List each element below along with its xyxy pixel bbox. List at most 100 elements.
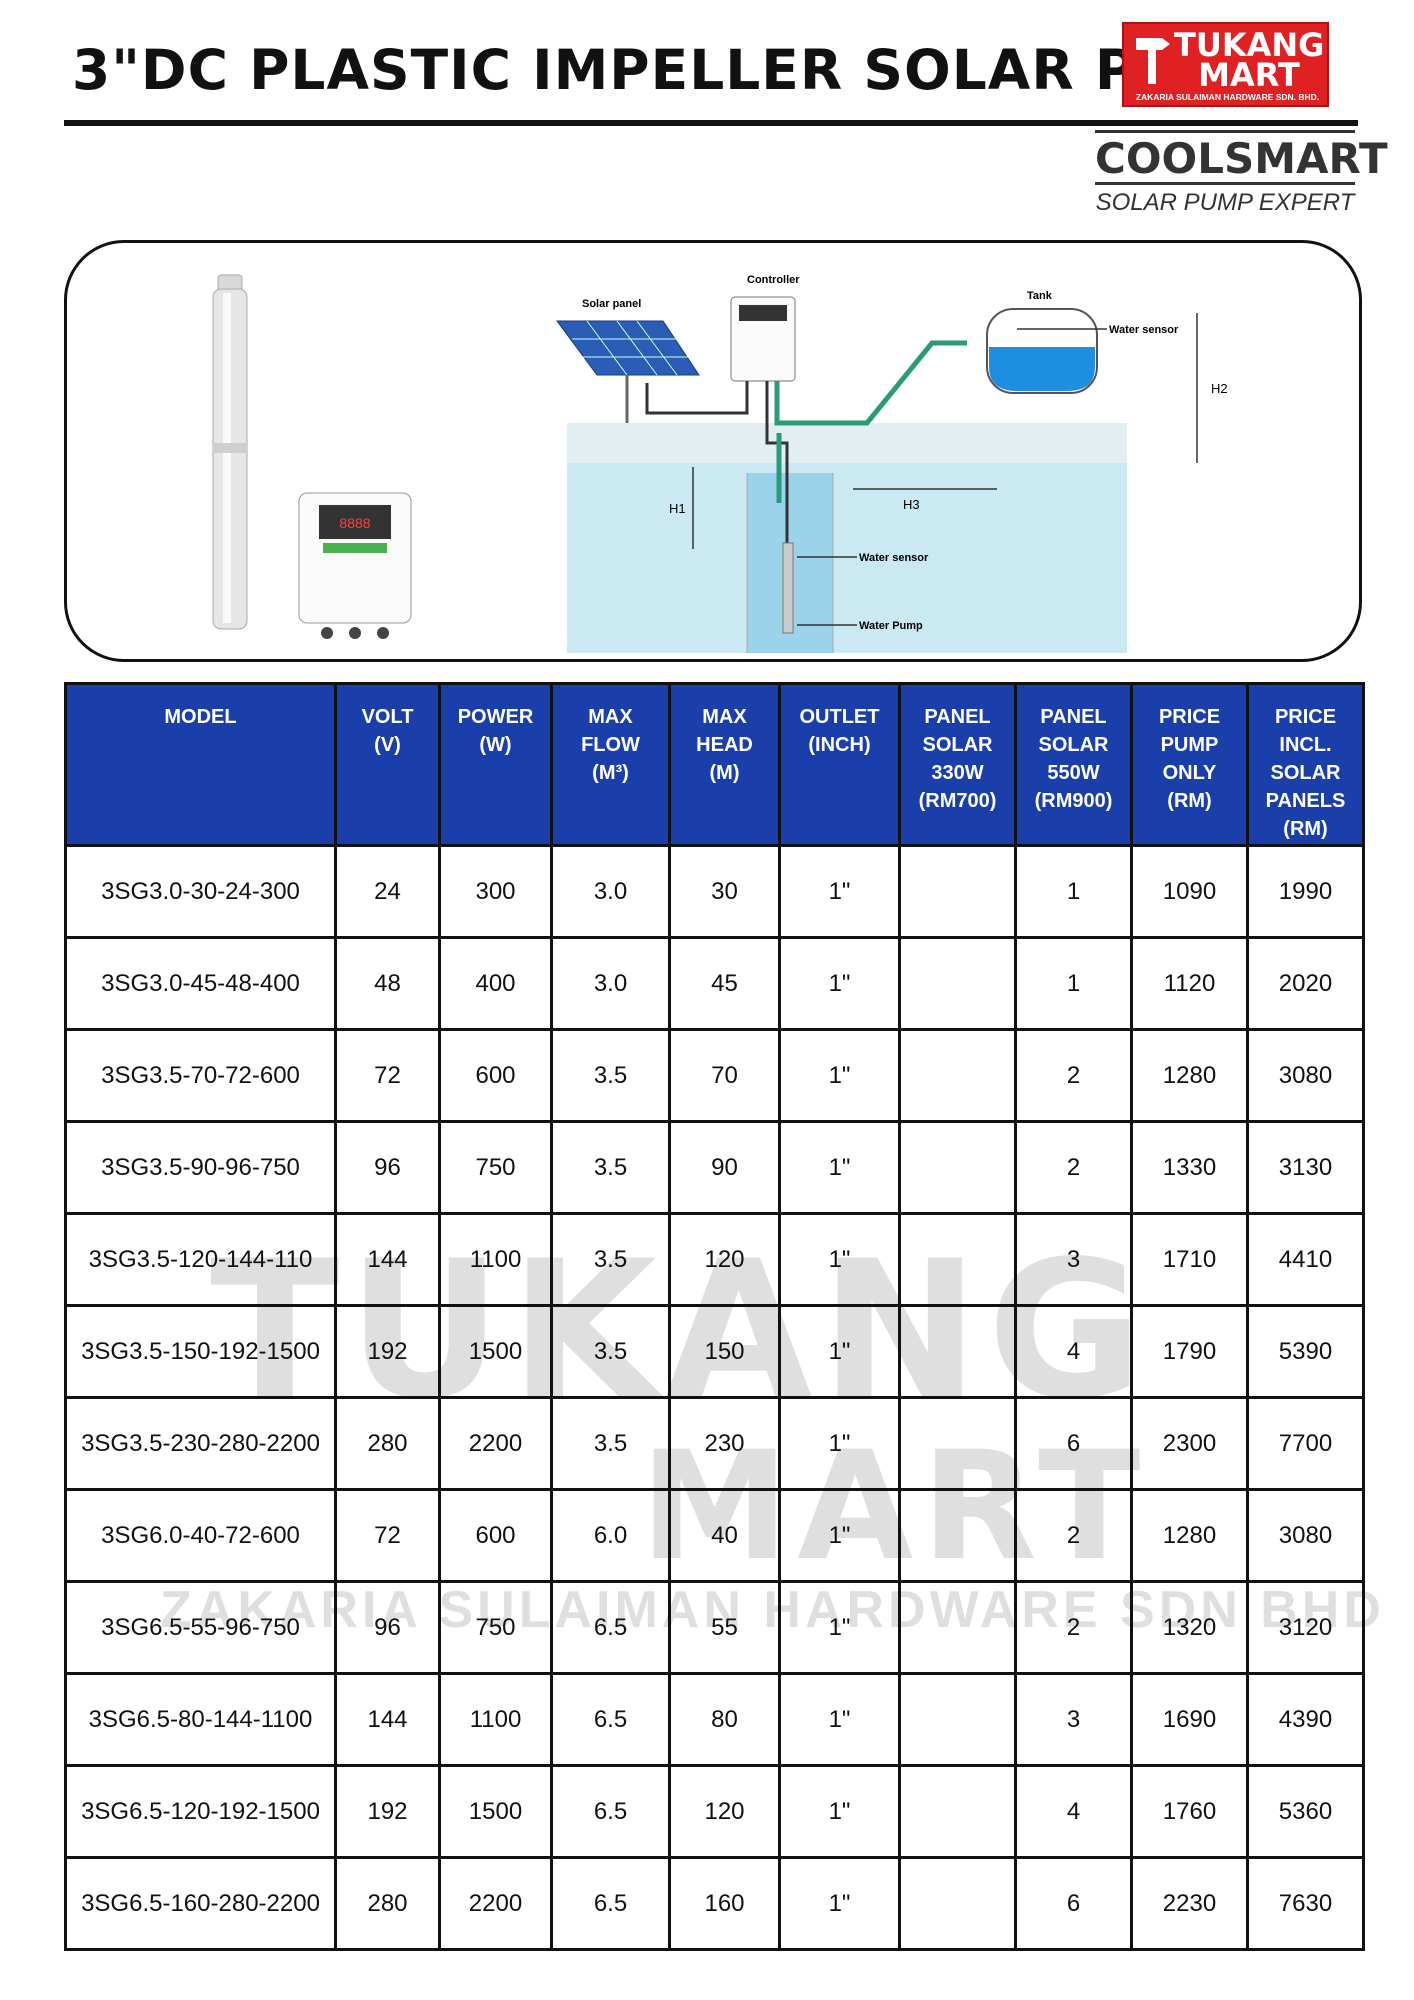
- logo-name: TUKANG MART: [1174, 26, 1325, 94]
- cell-price-incl: 5360: [1246, 1764, 1365, 1859]
- cell-flow: 3.0: [550, 936, 671, 1031]
- cell-outlet: 1": [778, 1488, 901, 1583]
- cell-flow: 3.5: [550, 1120, 671, 1215]
- cell-model: 3SG6.5-120-192-1500: [64, 1764, 337, 1859]
- coolsmart-name: COOLSMART: [1095, 134, 1388, 183]
- cell-outlet: 1": [778, 1396, 901, 1491]
- cell-price-pump: 1120: [1130, 936, 1249, 1031]
- solar-panel-graphic: [556, 320, 700, 423]
- cell-price-pump: 1690: [1130, 1672, 1249, 1767]
- cell-price-incl: 4390: [1246, 1672, 1365, 1767]
- cell-model: 3SG3.0-30-24-300: [64, 844, 337, 939]
- header-power: POWER(W): [438, 682, 553, 847]
- cell-outlet: 1": [778, 1856, 901, 1951]
- cell-model: 3SG3.5-150-192-1500: [64, 1304, 337, 1399]
- h3-label: H3: [903, 497, 920, 512]
- cell-price-incl: 3120: [1246, 1580, 1365, 1675]
- cell-price-incl: 1990: [1246, 844, 1365, 939]
- cell-head: 55: [668, 1580, 781, 1675]
- cell-head: 150: [668, 1304, 781, 1399]
- cell-panel550: 2: [1014, 1488, 1133, 1583]
- cell-price-pump: 1710: [1130, 1212, 1249, 1307]
- cell-head: 230: [668, 1396, 781, 1491]
- cell-power: 600: [438, 1488, 553, 1583]
- cell-head: 45: [668, 936, 781, 1031]
- controller-display: 8888: [339, 515, 370, 531]
- cell-outlet: 1": [778, 1304, 901, 1399]
- cell-volt: 192: [334, 1764, 441, 1859]
- cell-flow: 6.0: [550, 1488, 671, 1583]
- cell-flow: 3.5: [550, 1396, 671, 1491]
- pump-installation-diagram: 8888 Solar pa: [212, 274, 1228, 653]
- coolsmart-brand: COOLSMART SOLAR PUMP EXPERT: [1095, 130, 1388, 217]
- cell-flow: 3.5: [550, 1212, 671, 1307]
- cell-price-incl: 7700: [1246, 1396, 1365, 1491]
- cell-model: 3SG6.5-160-280-2200: [64, 1856, 337, 1951]
- cell-outlet: 1": [778, 1672, 901, 1767]
- cell-price-incl: 3130: [1246, 1120, 1365, 1215]
- cell-model: 3SG6.5-80-144-1100: [64, 1672, 337, 1767]
- tukang-mart-logo: TUKANG MART ZAKARIA SULAIMAN HARDWARE SD…: [1122, 22, 1329, 107]
- cell-panel550: 4: [1014, 1764, 1133, 1859]
- cell-price-pump: 1790: [1130, 1304, 1249, 1399]
- cell-outlet: 1": [778, 1028, 901, 1123]
- submersible-pump-image: [212, 274, 248, 630]
- cell-panel330: [898, 1120, 1017, 1215]
- controller-label: Controller: [747, 274, 800, 286]
- cell-power: 750: [438, 1120, 553, 1215]
- cell-power: 1500: [438, 1304, 553, 1399]
- cell-outlet: 1": [778, 1120, 901, 1215]
- cell-head: 70: [668, 1028, 781, 1123]
- cell-power: 2200: [438, 1396, 553, 1491]
- cell-power: 2200: [438, 1856, 553, 1951]
- header-volt: VOLT(V): [334, 682, 441, 847]
- cell-flow: 3.5: [550, 1304, 671, 1399]
- cell-model: 3SG6.0-40-72-600: [64, 1488, 337, 1583]
- cell-volt: 280: [334, 1396, 441, 1491]
- cell-power: 1100: [438, 1212, 553, 1307]
- cell-price-incl: 3080: [1246, 1488, 1365, 1583]
- water-sensor-well-label: Water sensor: [859, 552, 929, 564]
- h1-label: H1: [669, 501, 686, 516]
- cell-volt: 192: [334, 1304, 441, 1399]
- cell-panel330: [898, 1488, 1017, 1583]
- cell-head: 160: [668, 1856, 781, 1951]
- cell-outlet: 1": [778, 1764, 901, 1859]
- cell-price-pump: 1760: [1130, 1764, 1249, 1859]
- cell-price-incl: 5390: [1246, 1304, 1365, 1399]
- cell-price-pump: 1330: [1130, 1120, 1249, 1215]
- installation-scene: Solar panel Controller Tank Water sensor…: [556, 274, 1228, 653]
- h2-label: H2: [1211, 381, 1228, 396]
- cell-flow: 6.5: [550, 1580, 671, 1675]
- cell-panel550: 3: [1014, 1212, 1133, 1307]
- cell-panel330: [898, 1304, 1017, 1399]
- cell-price-incl: 3080: [1246, 1028, 1365, 1123]
- coolsmart-tagline: SOLAR PUMP EXPERT: [1095, 189, 1355, 216]
- cell-outlet: 1": [778, 844, 901, 939]
- cell-price-pump: 1280: [1130, 1488, 1249, 1583]
- cell-model: 3SG3.5-230-280-2200: [64, 1396, 337, 1491]
- cell-panel550: 3: [1014, 1672, 1133, 1767]
- title-divider: [64, 120, 1358, 126]
- cell-head: 90: [668, 1120, 781, 1215]
- cell-price-pump: 1090: [1130, 844, 1249, 939]
- cell-panel330: [898, 1212, 1017, 1307]
- cell-flow: 3.0: [550, 844, 671, 939]
- cell-volt: 96: [334, 1120, 441, 1215]
- cell-panel550: 2: [1014, 1580, 1133, 1675]
- cell-panel330: [898, 844, 1017, 939]
- cell-outlet: 1": [778, 1212, 901, 1307]
